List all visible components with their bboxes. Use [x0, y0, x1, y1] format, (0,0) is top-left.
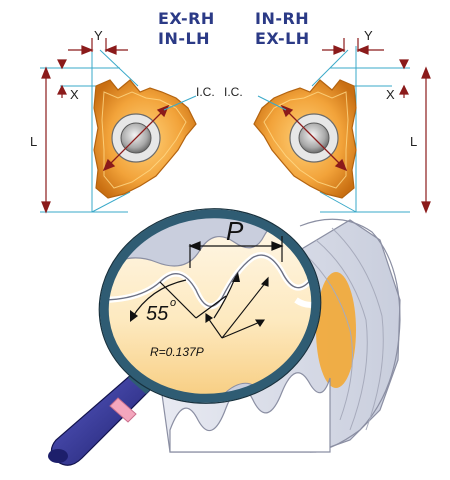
right-ic-arrow — [280, 104, 348, 172]
angle-unit: o — [170, 297, 176, 309]
left-extension-lines — [40, 46, 139, 213]
right-ic-leader — [257, 95, 287, 111]
workpiece-cut-zone — [316, 272, 356, 388]
magnifier-handle-cap — [48, 449, 68, 463]
workpiece-thread-teeth — [169, 372, 331, 453]
left-x-label: X — [70, 87, 79, 102]
angle-construction — [131, 275, 237, 319]
magnifier-ring — [99, 209, 321, 403]
right-insert-highlight — [263, 91, 349, 189]
header-left-line2: IN-LH — [158, 29, 210, 48]
right-extension-lines — [311, 46, 410, 213]
right-l-label: L — [410, 134, 417, 149]
right-dimension-arrows — [322, 38, 431, 214]
radius-label: R=0.137P — [150, 345, 204, 359]
angle-arrowheads — [130, 272, 240, 322]
magnifier-ring-outline — [98, 208, 322, 404]
left-insert-highlight — [101, 91, 187, 189]
header-left-line1: EX-RH — [158, 9, 215, 28]
magnifier-handle-band — [109, 397, 137, 423]
left-insert: Y X L I.C. — [30, 28, 215, 214]
left-l-label: L — [30, 134, 37, 149]
left-ic-leader — [163, 95, 197, 111]
pitch-label: P — [226, 216, 244, 246]
right-y-label: Y — [364, 28, 373, 43]
pitch-dimension — [188, 236, 284, 268]
header-right-line1: IN-RH — [255, 9, 309, 28]
left-ic-arrow — [102, 104, 170, 172]
radius-leaders — [205, 276, 269, 339]
lens-thread-profile — [99, 254, 328, 307]
right-x-label: X — [386, 87, 395, 102]
left-dimension-arrows — [41, 38, 128, 214]
left-y-label: Y — [94, 28, 103, 43]
workpiece-thread-lines — [299, 227, 384, 431]
header-right-line2: EX-LH — [255, 29, 310, 48]
angle-label: 55 — [146, 303, 169, 325]
right-ic-label: I.C. — [224, 85, 243, 99]
left-ic-label: I.C. — [196, 85, 215, 99]
workpiece-end-face — [299, 218, 401, 453]
magnifier-handle — [48, 372, 152, 466]
right-insert: Y X L I.C. — [224, 28, 431, 214]
